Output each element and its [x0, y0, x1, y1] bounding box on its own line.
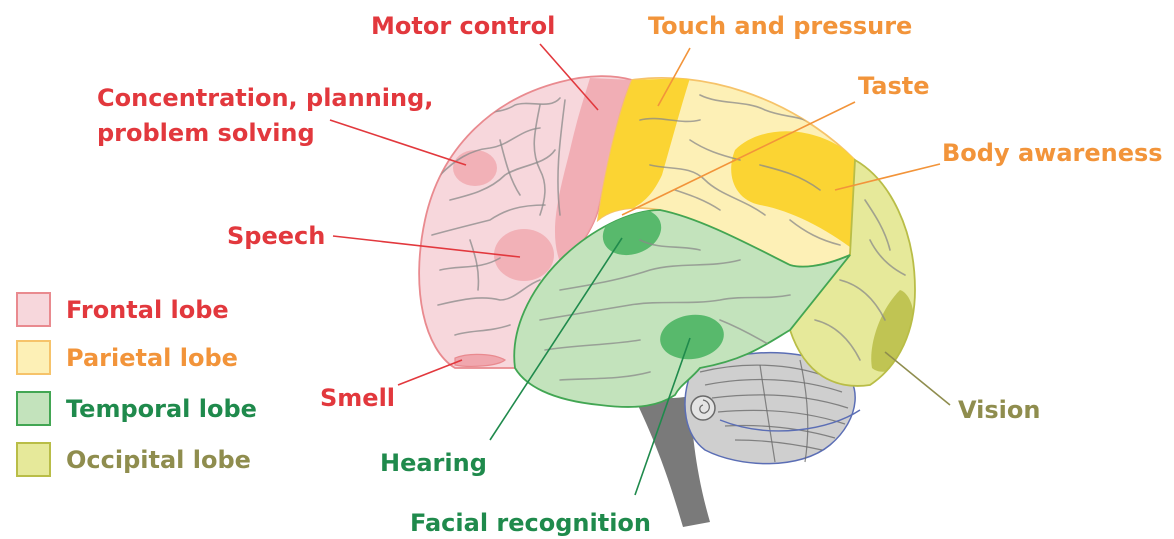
legend-label-occipital: Occipital lobe — [66, 446, 251, 474]
frontal-swatch-icon — [17, 293, 50, 326]
label-body-awareness: Body awareness — [942, 139, 1163, 167]
legend-label-frontal: Frontal lobe — [66, 296, 229, 324]
legend-item-parietal: Parietal lobe — [17, 341, 238, 374]
occipital-swatch-icon — [17, 443, 50, 476]
leader-smell — [398, 360, 462, 385]
label-speech: Speech — [227, 222, 325, 250]
concentration-area — [453, 150, 497, 186]
legend-item-temporal: Temporal lobe — [17, 392, 257, 425]
leader-concentration — [330, 120, 466, 165]
label-concentration-line1: Concentration, planning, — [97, 84, 433, 112]
temporal-swatch-icon — [17, 392, 50, 425]
leader-vision — [885, 352, 950, 405]
legend: Frontal lobe Parietal lobe Temporal lobe… — [17, 293, 257, 476]
label-concentration-line2: problem solving — [97, 119, 315, 147]
legend-item-occipital: Occipital lobe — [17, 443, 251, 476]
label-taste: Taste — [858, 72, 930, 100]
legend-item-frontal: Frontal lobe — [17, 293, 229, 326]
label-hearing: Hearing — [380, 449, 487, 477]
parietal-swatch-icon — [17, 341, 50, 374]
label-motor-control: Motor control — [371, 12, 555, 40]
label-vision: Vision — [958, 396, 1040, 424]
label-facial-recognition: Facial recognition — [410, 509, 651, 537]
legend-label-parietal: Parietal lobe — [66, 344, 238, 372]
label-touch-pressure: Touch and pressure — [648, 12, 912, 40]
legend-label-temporal: Temporal lobe — [66, 395, 257, 423]
label-smell: Smell — [320, 384, 395, 412]
